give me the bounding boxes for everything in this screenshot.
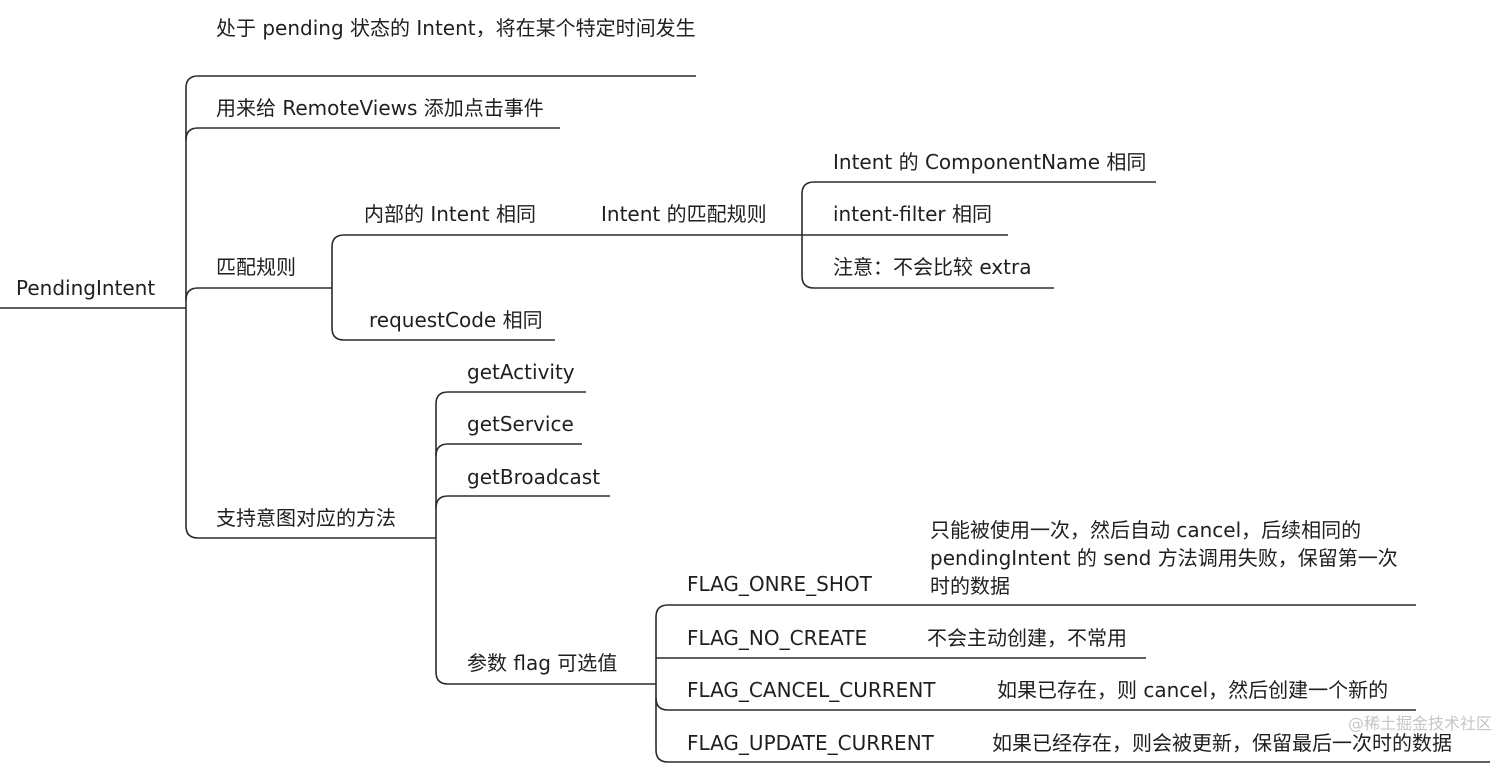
branch-remoteviews [185,127,560,141]
branch-flags [435,671,656,685]
node-pending-desc[interactable]: 处于 pending 状态的 Intent，将在某个特定时间发生 [216,16,696,40]
branch-request-code [331,327,555,341]
node-flag-one-shot-desc[interactable]: 只能被使用一次，然后自动 cancel，后续相同的 pendingIntent … [930,518,1398,598]
node-methods[interactable]: 支持意图对应的方法 [216,506,396,530]
node-flag-cancel-current[interactable]: FLAG_CANCEL_CURRENT [687,678,936,702]
node-intent-rule[interactable]: Intent 的匹配规则 [601,202,767,226]
node-intent-filter[interactable]: intent-filter 相同 [833,202,992,226]
node-flag-no-create[interactable]: FLAG_NO_CREATE [687,626,868,650]
node-component-name[interactable]: Intent 的 ComponentName 相同 [833,150,1147,174]
node-flag-update-current[interactable]: FLAG_UPDATE_CURRENT [687,731,934,755]
branch-component [801,181,1156,195]
branch-inner-intent [331,234,802,248]
branch-match [185,287,332,301]
node-get-activity[interactable]: getActivity [467,360,575,384]
branch-cancel-current [655,697,1416,711]
node-get-broadcast[interactable]: getBroadcast [467,465,601,489]
node-request-code[interactable]: requestCode 相同 [369,308,543,332]
node-flag-cancel-current-desc[interactable]: 如果已存在，则 cancel，然后创建一个新的 [997,678,1389,702]
watermark-text: @稀土掘金技术社区 [1347,714,1492,733]
node-flag-no-create-desc[interactable]: 不会主动创建，不常用 [927,626,1127,650]
node-flag-one-shot[interactable]: FLAG_ONRE_SHOT [687,572,872,596]
branch-methods [185,525,436,539]
branch-get-service [435,443,582,457]
node-extra-note[interactable]: 注意：不会比较 extra [833,255,1032,279]
branch-get-broadcast [435,495,610,509]
branch-one-shot [655,604,1416,618]
branch-pending [185,75,696,89]
node-flags[interactable]: 参数 flag 可选值 [467,651,618,675]
branch-get-activity [435,391,586,405]
node-remoteviews-desc[interactable]: 用来给 RemoteViews 添加点击事件 [216,96,544,120]
node-match-rules[interactable]: 匹配规则 [216,255,296,279]
node-inner-intent[interactable]: 内部的 Intent 相同 [364,202,536,226]
root-node[interactable]: PendingIntent [16,276,156,300]
node-get-service[interactable]: getService [467,412,574,436]
node-flag-update-current-desc[interactable]: 如果已经存在，则会被更新，保留最后一次时的数据 [992,731,1452,755]
branch-update-current [655,749,1490,763]
branch-note [801,275,1054,289]
